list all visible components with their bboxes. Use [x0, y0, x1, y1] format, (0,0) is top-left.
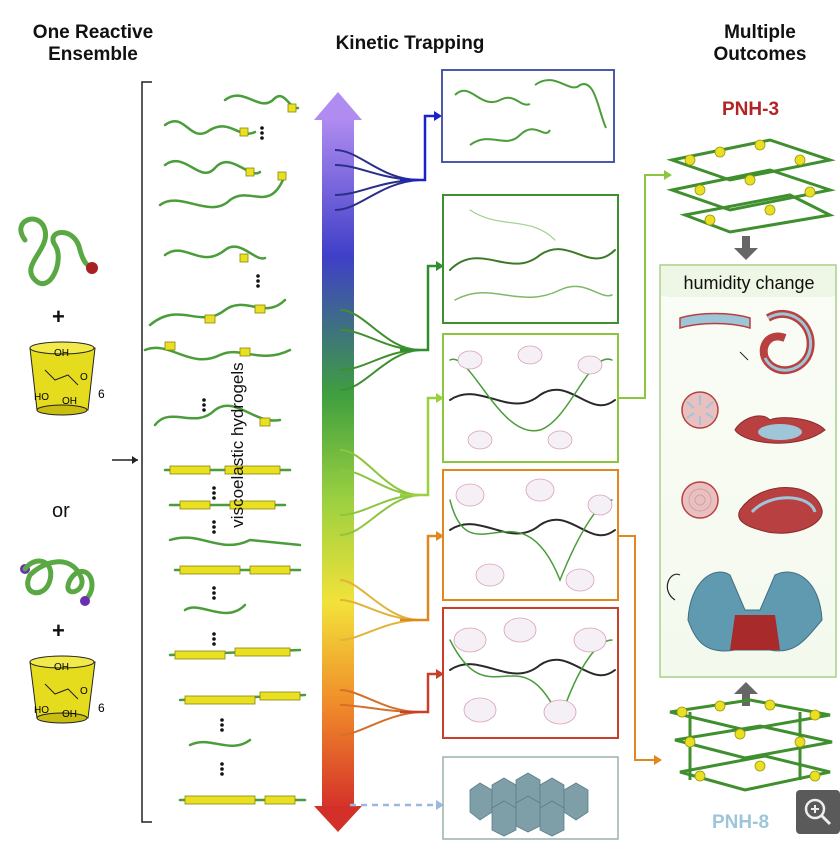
polymer-one-end-icon — [18, 216, 98, 286]
zoom-in-icon — [804, 798, 832, 826]
humidity-change-title: humidity change — [666, 269, 832, 297]
svg-text:HO: HO — [34, 705, 49, 716]
pnh3-beads — [684, 139, 816, 226]
plus-sign: + — [52, 618, 65, 643]
svg-text:O: O — [80, 372, 88, 383]
svg-text:HO: HO — [34, 392, 49, 403]
svg-text:O: O — [80, 686, 88, 697]
zoom-button[interactable] — [796, 790, 840, 834]
box-gray-honeycomb — [469, 772, 589, 837]
pnh3-label: PNH-3 — [722, 99, 780, 120]
header-one-reactive-ensemble: One Reactive Ensemble — [32, 22, 154, 65]
plus-sign: + — [52, 304, 65, 329]
svg-text:OH: OH — [62, 396, 77, 407]
arrow-to-pnh3 — [618, 174, 670, 399]
pnh8-label: PNH-8 — [712, 812, 770, 833]
or-label: or — [52, 500, 70, 522]
arrow-up-icon — [734, 682, 758, 706]
box-blue-chains — [454, 79, 607, 146]
polymer-two-ends-icon — [20, 558, 95, 606]
viscoelastic-gradient-arrow — [314, 92, 362, 832]
svg-text:6: 6 — [98, 387, 105, 401]
humidity-actuators — [666, 309, 826, 652]
svg-text:OH: OH — [54, 662, 69, 673]
ellipsis-dots — [202, 126, 264, 776]
arrow-to-pnh8 — [618, 535, 660, 761]
box-arrows — [350, 114, 440, 807]
svg-text:OH: OH — [54, 348, 69, 359]
header-kinetic-trapping: Kinetic Trapping — [335, 33, 485, 54]
cyclodextrin-icon: OH HO OH O 6 — [29, 341, 105, 416]
box-blue — [441, 69, 615, 163]
arrow-down-icon — [734, 236, 758, 260]
header-multiple-outcomes: Multiple Outcomes — [713, 22, 807, 65]
svg-text:6: 6 — [98, 701, 105, 715]
box-cd-clusters — [453, 345, 613, 725]
pnh8-beads — [676, 699, 821, 782]
viscoelastic-hydrogels-label: viscoelastic hydrogels — [228, 362, 247, 528]
ensemble-cd-beads — [164, 103, 301, 805]
svg-text:OH: OH — [62, 709, 77, 720]
cyclodextrin-icon: OH HO OH O 6 — [29, 655, 105, 724]
pnh3-structure — [666, 138, 836, 234]
ensemble-bracket — [141, 81, 152, 823]
